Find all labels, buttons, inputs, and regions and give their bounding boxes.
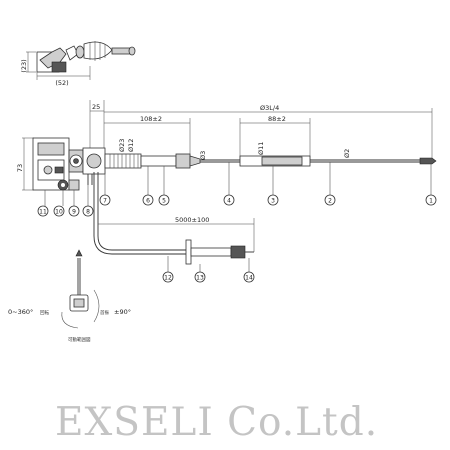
callout-5: [158, 194, 170, 206]
svg-text:11: 11: [39, 209, 47, 216]
callout-11: [37, 205, 49, 217]
rotation-figure: 0~360° 回転 首振 ±90° 可動範囲図: [8, 249, 131, 343]
part-9: [68, 179, 80, 191]
svg-text:2: 2: [328, 198, 332, 205]
side-view-tube: [111, 47, 131, 55]
rotation-arrow-left: [61, 311, 79, 329]
rotation-right-label: ±90°: [114, 308, 131, 316]
callout-1: [425, 194, 437, 206]
dim-phi11: Ø11: [257, 142, 265, 155]
callout-13: [194, 271, 206, 283]
svg-text:9: 9: [72, 209, 76, 216]
dim-25: 25: [92, 103, 100, 111]
svg-text:8: 8: [86, 209, 90, 216]
flange-13: [185, 239, 192, 265]
callout-8: [82, 205, 94, 217]
callout-2: [324, 194, 336, 206]
rotation-left-unit: 回転: [40, 310, 49, 316]
dim-phi12: Ø12: [127, 139, 135, 152]
callout-14: [243, 271, 255, 283]
rotation-left-label: 0~360°: [8, 308, 33, 316]
top-dimensions: 25 108±2 Ø3L/4 88±2 73 Ø23 Ø12 Ø3 Ø11 Ø2: [16, 100, 433, 191]
dim-phi2: Ø2: [343, 149, 351, 158]
dim-5000: 5000±100: [175, 216, 209, 224]
dim-88: 88±2: [268, 115, 286, 123]
callout-7: [99, 194, 111, 206]
svg-text:7: 7: [103, 198, 107, 205]
knob-icon: [43, 165, 53, 175]
side-view-clamp: [51, 61, 67, 73]
svg-text:10: 10: [55, 209, 63, 216]
callouts: 1 2 3 4 5 6 7 8 9 10 11 12 13 14: [37, 194, 437, 283]
hose-12: [93, 172, 186, 255]
svg-text:12: 12: [164, 275, 172, 282]
callout-3: [267, 194, 279, 206]
svg-text:1: 1: [429, 198, 433, 205]
side-view-lever: [39, 47, 67, 69]
svg-text:5: 5: [162, 198, 166, 205]
dim-73: 73: [16, 164, 24, 172]
rotation-caption: 可動範囲図: [68, 336, 91, 343]
watermark: EXSELI Co.Ltd.: [55, 400, 378, 445]
coupler: [175, 153, 191, 169]
threaded-section: [104, 153, 142, 169]
side-view-bellows: [83, 41, 113, 60]
svg-text:4: 4: [227, 198, 231, 205]
callout-12: [162, 271, 174, 283]
svg-text:3: 3: [271, 198, 275, 205]
tube-5: [140, 155, 177, 167]
rotation-right-unit: 首振: [100, 309, 109, 316]
dim-phi23: Ø23: [118, 139, 126, 152]
dim-phi3: Ø3: [199, 151, 207, 160]
svg-text:6: 6: [146, 198, 150, 205]
connector-14: [230, 245, 246, 259]
side-view: (23) (52): [20, 41, 136, 87]
callout-9: [68, 205, 80, 217]
dim-small-width: (52): [55, 79, 68, 87]
main-assembly: 5000±100: [32, 137, 437, 272]
callout-4: [223, 194, 235, 206]
svg-text:13: 13: [196, 275, 204, 282]
dim-108: 108±2: [140, 115, 162, 123]
callout-6: [142, 194, 154, 206]
swing-arrow-right: [93, 289, 100, 323]
svg-text:14: 14: [245, 275, 253, 282]
callout-10: [53, 205, 65, 217]
dim-total: Ø3L/4: [260, 104, 279, 112]
dim-small-height: (23): [20, 59, 28, 72]
tip-1: [419, 157, 437, 165]
